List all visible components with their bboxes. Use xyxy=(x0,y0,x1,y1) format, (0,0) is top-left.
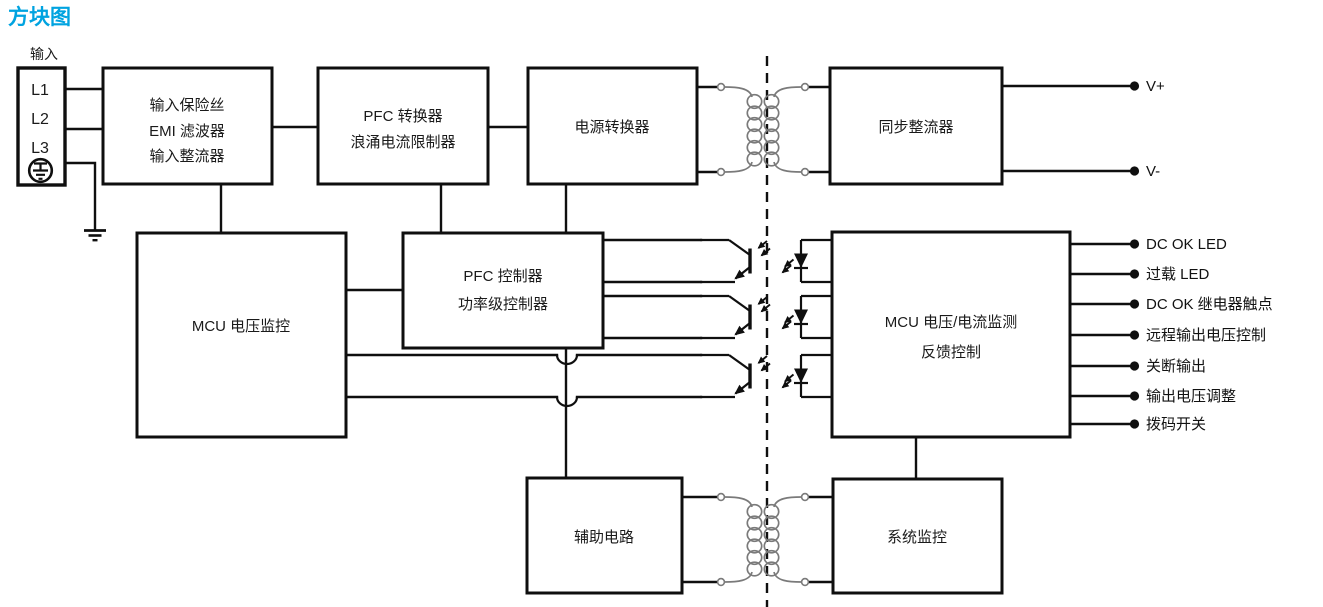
block-system-monitor: 系统监控 xyxy=(831,477,1004,595)
block-label: MCU 电压/电流监测 xyxy=(885,314,1018,331)
terminal-dot xyxy=(1129,239,1140,249)
terminal-l2: L2 xyxy=(31,111,49,128)
primary-wires xyxy=(63,87,703,480)
terminal-dot xyxy=(1129,391,1140,401)
terminal-dot xyxy=(1129,81,1140,91)
block-pfc-controller: PFC 控制器 功率级控制器 xyxy=(401,231,605,350)
input-terminal-block: L1 L2 L3 xyxy=(16,66,67,187)
terminal-l3: L3 xyxy=(31,140,49,157)
signal-outputs: DC OK LED 过载 LED DC OK 继电器触点 远程输出电压控制 关断… xyxy=(1129,236,1273,433)
block-label: 系统监控 xyxy=(887,529,947,546)
wire-hop xyxy=(555,396,579,408)
block-label: 浪涌电流限制器 xyxy=(350,134,455,151)
block-label: 功率级控制器 xyxy=(458,296,548,313)
block-label: 电源转换器 xyxy=(574,119,649,136)
output-label: 关断输出 xyxy=(1146,358,1206,375)
terminal-dot xyxy=(1129,166,1140,176)
output-label: V+ xyxy=(1146,78,1165,95)
block-label: 输入保险丝 xyxy=(149,97,224,114)
block-mcu-voltage-monitor: MCU 电压监控 xyxy=(135,231,348,439)
page-title: 方块图 xyxy=(8,6,71,29)
block-label: 反馈控制 xyxy=(921,344,981,361)
power-output-vplus: V+ xyxy=(1129,78,1165,95)
block-label: PFC 控制器 xyxy=(463,268,542,285)
block-sync-rectifier: 同步整流器 xyxy=(828,66,1004,186)
transformer-icon xyxy=(716,82,810,177)
block-label: 输入整流器 xyxy=(149,148,224,165)
output-label: 输出电压调整 xyxy=(1146,388,1236,405)
input-label: 输入 xyxy=(30,46,58,62)
terminal-dot xyxy=(1129,330,1140,340)
terminal-dot xyxy=(1129,299,1140,309)
terminal-dot xyxy=(1129,361,1140,371)
block-label: EMI 滤波器 xyxy=(149,123,225,140)
block-aux-circuit: 辅助电路 xyxy=(525,476,684,595)
block-pfc-converter: PFC 转换器 浪涌电流限制器 xyxy=(316,66,490,186)
wire-hop xyxy=(555,354,579,366)
chassis-ground-icon xyxy=(84,229,106,242)
output-label: 过载 LED xyxy=(1146,266,1210,283)
terminal-dot xyxy=(1129,419,1140,429)
terminal-dot xyxy=(1129,269,1140,279)
block-input-stage: 输入保险丝 EMI 滤波器 输入整流器 xyxy=(101,66,274,186)
block-power-converter: 电源转换器 xyxy=(526,66,699,186)
output-label: DC OK 继电器触点 xyxy=(1146,296,1273,313)
block-label: MCU 电压监控 xyxy=(192,318,290,335)
terminal-l1: L1 xyxy=(31,82,49,99)
block-label: 同步整流器 xyxy=(878,119,953,136)
transformer-icon xyxy=(716,492,810,587)
secondary-wires xyxy=(680,84,1132,584)
earth-ground-icon xyxy=(27,157,54,184)
block-mcu-feedback: MCU 电压/电流监测 反馈控制 xyxy=(830,230,1072,439)
power-output-vminus: V- xyxy=(1129,163,1160,180)
optocoupler-icon xyxy=(700,355,832,397)
output-label: 拨码开关 xyxy=(1146,416,1206,433)
output-label: DC OK LED xyxy=(1146,236,1227,253)
output-label: 远程输出电压控制 xyxy=(1146,327,1266,344)
output-label: V- xyxy=(1146,163,1160,180)
block-label: 辅助电路 xyxy=(574,529,634,546)
block-label: PFC 转换器 xyxy=(363,108,442,125)
